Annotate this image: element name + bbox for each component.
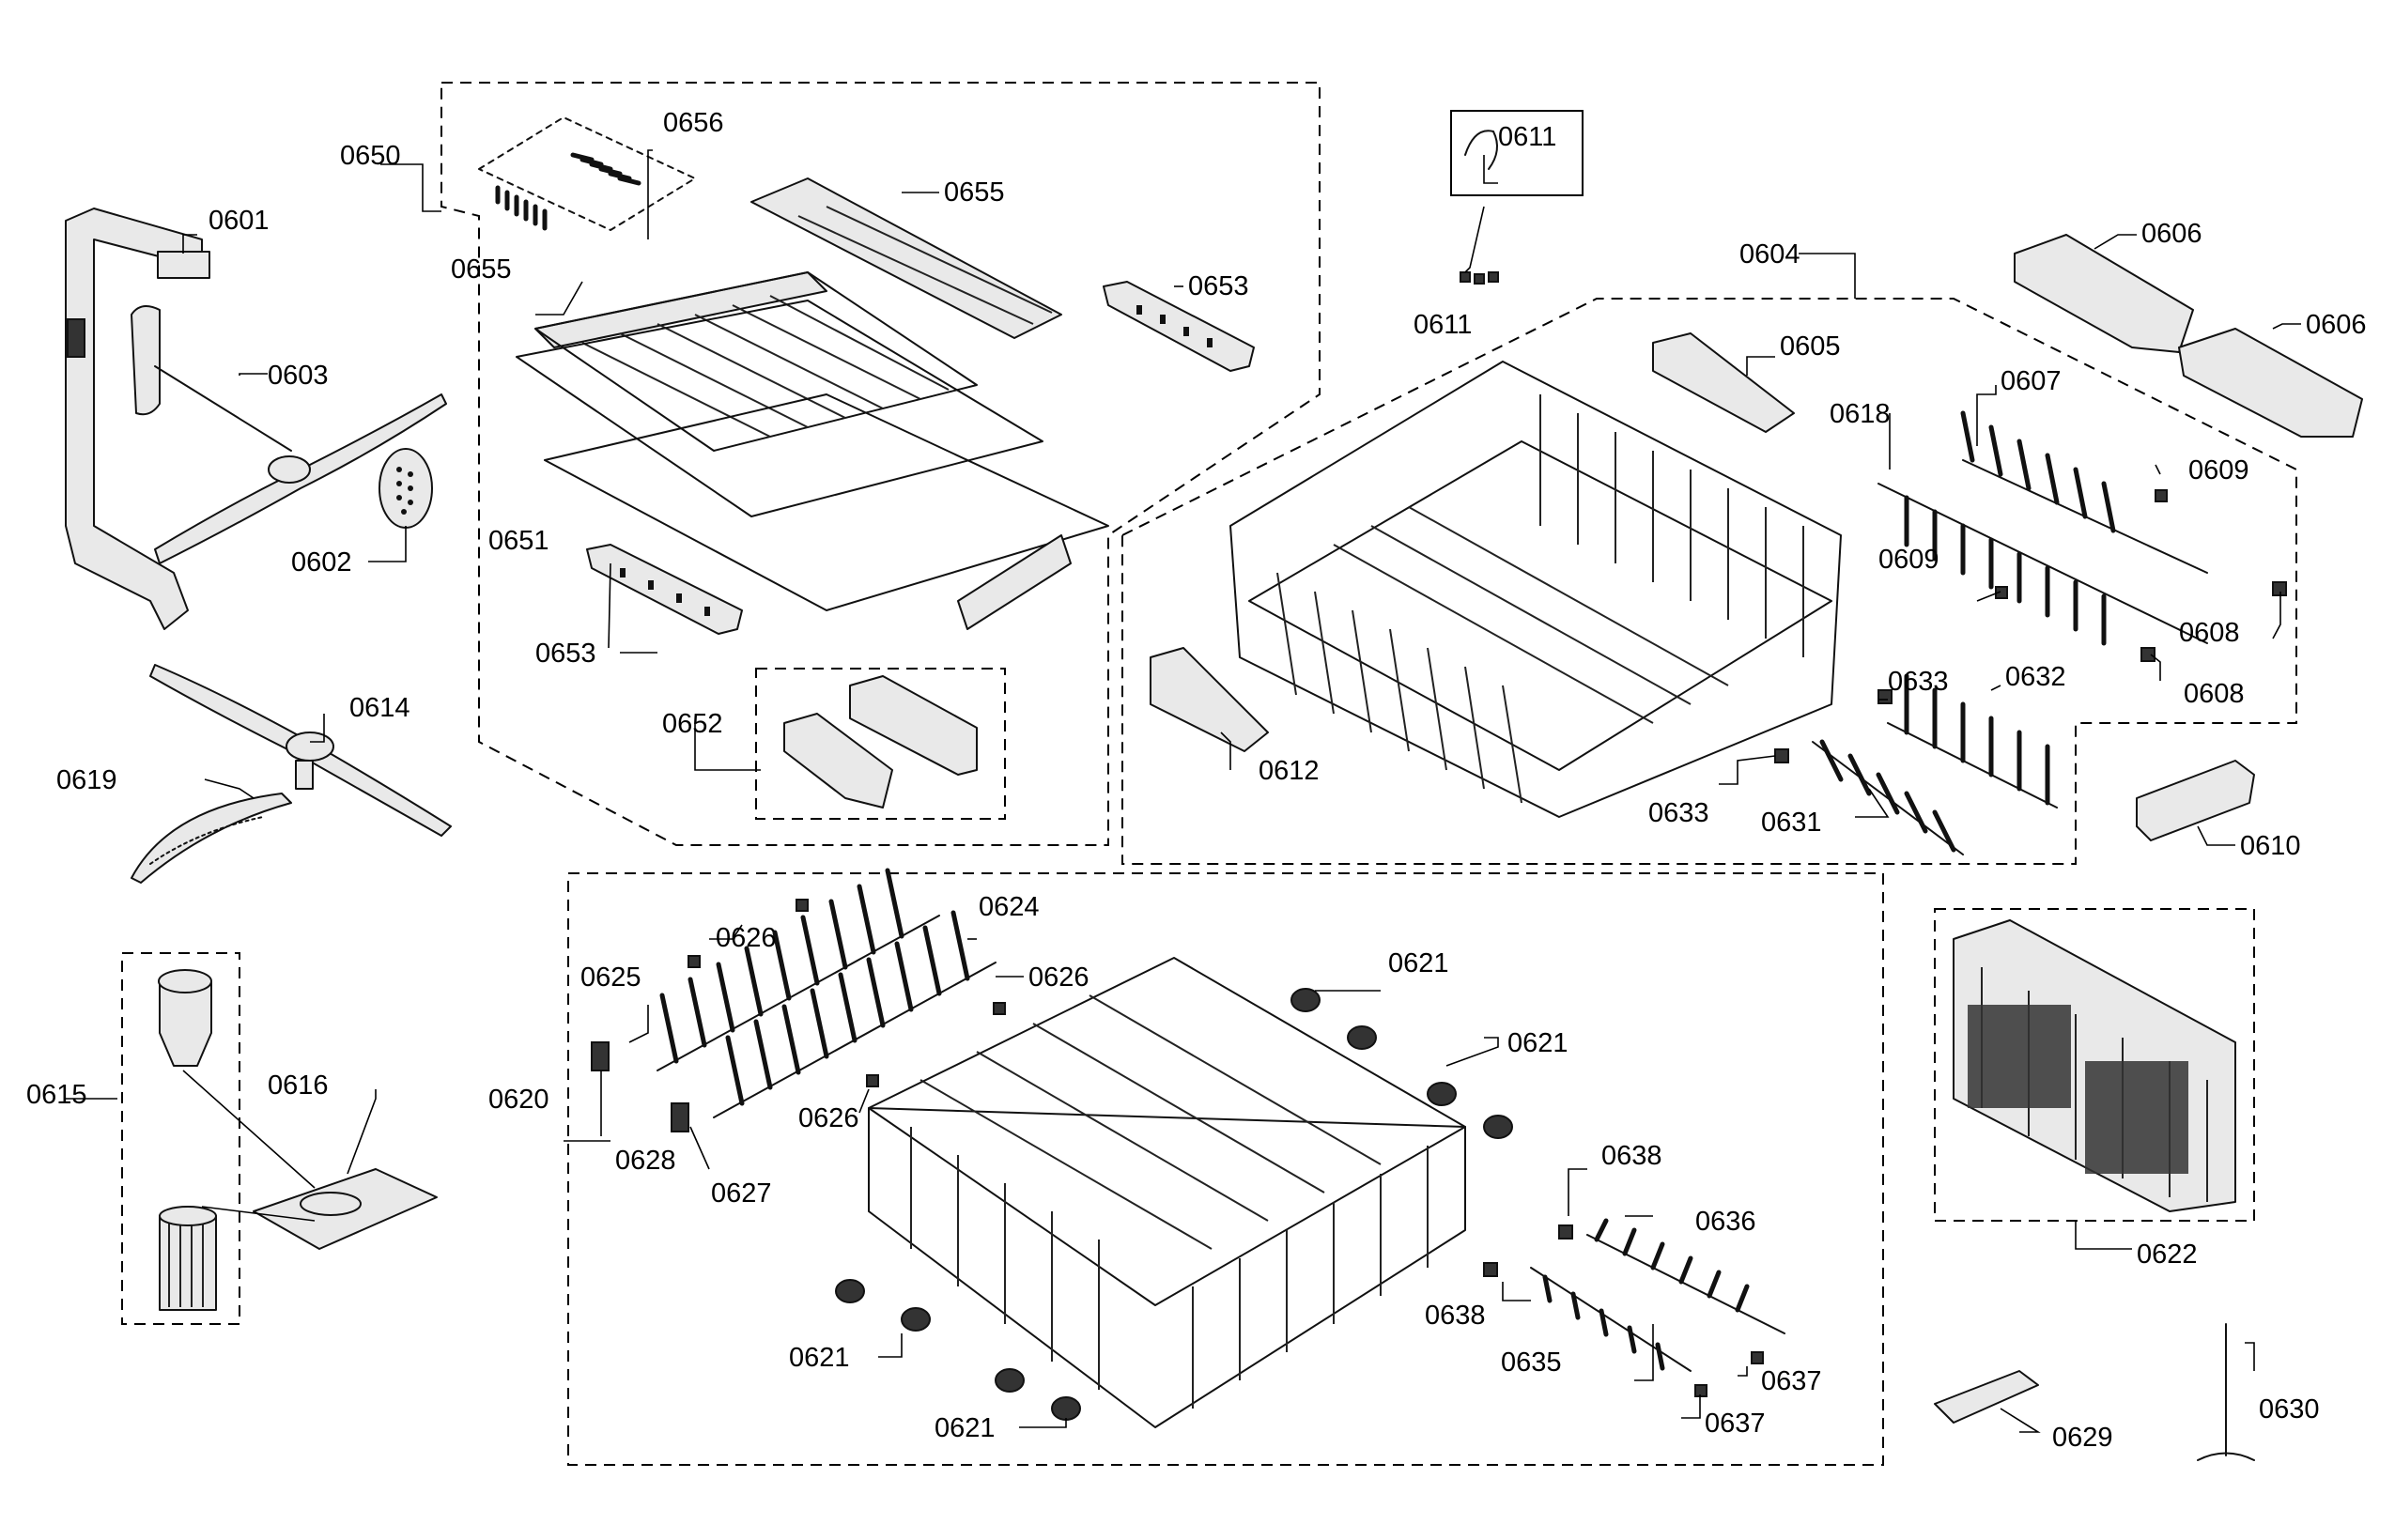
label-0633-top: 0633 — [1888, 667, 1949, 697]
label-0631: 0631 — [1761, 808, 1822, 838]
tine-row-0636 — [1530, 1218, 1785, 1372]
rack-adjuster-0652 — [783, 675, 978, 808]
tine-row-0624 — [657, 868, 997, 1118]
label-0625: 0625 — [580, 962, 641, 993]
lower-rack-0620 — [868, 957, 1466, 1428]
label-0636: 0636 — [1695, 1207, 1756, 1237]
label-0609-left: 0609 — [1878, 545, 1939, 575]
label-0652: 0652 — [662, 709, 723, 739]
group-boxes — [121, 82, 2297, 1466]
supply-tube-0601 — [65, 208, 210, 630]
label-0621-c: 0621 — [789, 1343, 850, 1373]
label-0619: 0619 — [56, 765, 117, 795]
label-0637-right: 0637 — [1761, 1366, 1822, 1396]
third-rack-tray-0655 — [516, 177, 1109, 611]
filter-assembly-0615 — [158, 969, 217, 1311]
label-0604: 0604 — [1739, 239, 1800, 270]
filter-disc-0602 — [379, 448, 433, 529]
cutlery-insert-0656 — [478, 116, 696, 231]
group-box-0650 — [440, 82, 1321, 846]
label-0616: 0616 — [268, 1070, 329, 1101]
label-0608-top: 0608 — [2179, 618, 2240, 648]
parts — [65, 116, 2363, 1461]
label-0638-bottom: 0638 — [1425, 1301, 1486, 1331]
handle-0610 — [2136, 760, 2255, 841]
label-0620: 0620 — [488, 1085, 549, 1115]
rack-rail-0612 — [1150, 647, 1269, 752]
label-0624: 0624 — [979, 892, 1040, 922]
lower-spray-arm-0614 — [149, 664, 452, 837]
label-0612: 0612 — [1259, 756, 1320, 786]
label-0653-left: 0653 — [535, 639, 596, 669]
side-rail-0653-left — [586, 544, 743, 635]
label-0614: 0614 — [349, 693, 410, 723]
rack-clip-0606-a — [2014, 234, 2194, 353]
label-0611-bottom: 0611 — [1414, 310, 1472, 340]
part-labels: 0601 0603 0602 0650 0656 0655 0655 0653 … — [26, 108, 2367, 1453]
label-0601: 0601 — [209, 206, 270, 236]
label-0621-d: 0621 — [935, 1413, 996, 1443]
label-0626-top: 0626 — [716, 923, 777, 953]
label-0655-top: 0655 — [944, 177, 1005, 208]
label-0609-right: 0609 — [2188, 455, 2249, 485]
label-0606-top: 0606 — [2141, 219, 2202, 249]
label-0637-bottom: 0637 — [1705, 1409, 1766, 1439]
rail-mount-0605 — [1652, 332, 1795, 433]
tine-row-0632 — [1812, 673, 2058, 855]
label-0621-b: 0621 — [1507, 1028, 1568, 1058]
cutlery-basket-0622 — [1953, 919, 2236, 1212]
group-box-0604 — [1121, 298, 2297, 865]
label-0608-bottom: 0608 — [2184, 679, 2245, 709]
label-0630: 0630 — [2259, 1394, 2320, 1424]
label-0633-bottom: 0633 — [1648, 798, 1709, 828]
fine-filter-plate-0616 — [182, 1070, 438, 1250]
label-0635: 0635 — [1501, 1348, 1562, 1378]
label-0618: 0618 — [1830, 399, 1891, 429]
third-rack-handle — [957, 534, 1072, 630]
label-0621-a: 0621 — [1388, 948, 1449, 978]
handle-0629 — [1934, 1370, 2039, 1424]
label-0627: 0627 — [711, 1178, 772, 1209]
label-0651: 0651 — [488, 526, 549, 556]
label-0611-top: 0611 — [1498, 122, 1556, 152]
tine-row-0607 — [1877, 410, 2208, 646]
label-0622: 0622 — [2137, 1240, 2198, 1270]
label-0629: 0629 — [2052, 1423, 2113, 1453]
label-0607: 0607 — [2001, 366, 2062, 396]
label-0638-top: 0638 — [1601, 1141, 1662, 1171]
group-box-0622 — [1934, 908, 2255, 1222]
label-0628: 0628 — [615, 1146, 676, 1176]
group-box-0611 — [1450, 110, 1584, 196]
label-0602: 0602 — [291, 547, 352, 578]
side-rail-0653-right — [1103, 281, 1255, 372]
rod-0630 — [2197, 1323, 2255, 1461]
label-0610: 0610 — [2240, 831, 2301, 861]
label-0605: 0605 — [1780, 331, 1841, 362]
rack-wheels-0621 — [835, 988, 1513, 1421]
upper-rack-0604 — [1229, 361, 1842, 818]
label-0650: 0650 — [340, 141, 401, 171]
group-box-0615 — [121, 952, 240, 1325]
label-0606-right: 0606 — [2306, 310, 2367, 340]
label-0655-side: 0655 — [451, 254, 512, 285]
leader-lines — [66, 149, 2301, 1433]
label-0632: 0632 — [2005, 662, 2066, 692]
clip-0611 — [1460, 130, 1499, 285]
filter-cover-0619 — [131, 793, 292, 884]
rack-clip-0606-b — [2178, 328, 2363, 438]
group-box-0652 — [755, 668, 1006, 820]
lower-rack-small-parts — [591, 899, 1764, 1397]
label-0603: 0603 — [268, 361, 329, 391]
label-0626-right: 0626 — [1028, 962, 1089, 993]
label-0626-mid: 0626 — [798, 1103, 859, 1133]
upper-spray-arm-0603 — [131, 305, 447, 564]
label-0656: 0656 — [663, 108, 724, 138]
label-0653-right: 0653 — [1188, 271, 1249, 301]
group-box-0620 — [567, 872, 1884, 1466]
label-0615: 0615 — [26, 1080, 87, 1110]
